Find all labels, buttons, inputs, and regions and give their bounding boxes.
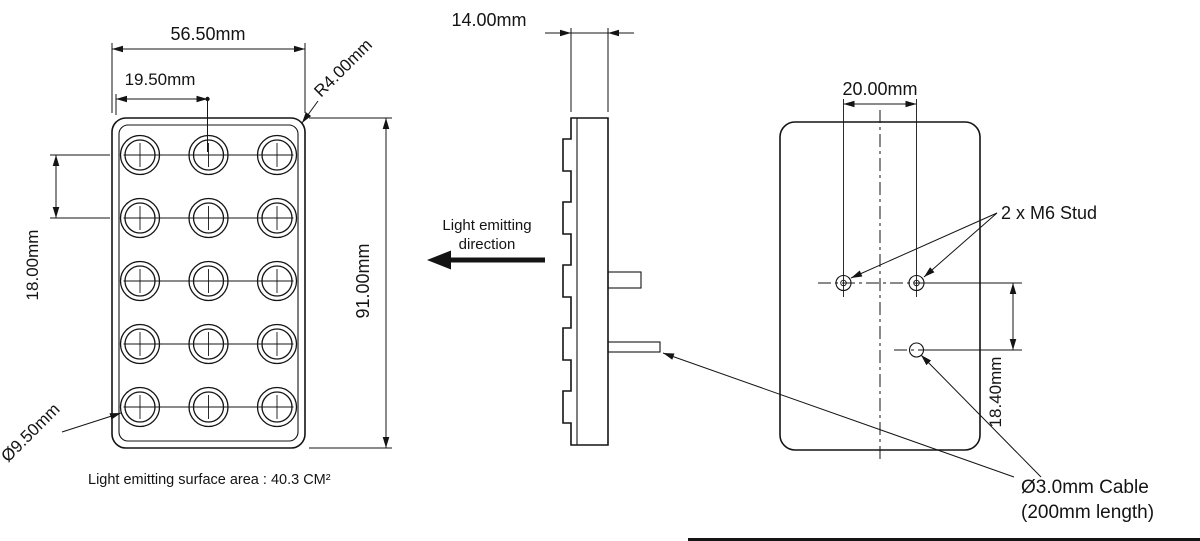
dim-pitch-y: 18.00mm (23, 154, 110, 301)
side-stud-profile (607, 271, 642, 289)
side-cable-profile (607, 341, 661, 353)
side-outline (562, 117, 609, 446)
cable-callout: Ø3.0mm Cable (200mm length) (662, 352, 1154, 523)
direction-label-line2: direction (459, 236, 516, 253)
dim-corner-radius: R4.00mm (301, 35, 376, 124)
dim-pitch-y-text: 18.00mm (23, 230, 42, 301)
dim-depth-text: 14.00mm (451, 10, 526, 30)
direction-arrow-icon (427, 250, 545, 270)
side-view: 14.00mm Light emitting direction (427, 10, 661, 446)
cable-hole (908, 342, 925, 358)
direction-label-line1: Light emitting (442, 217, 531, 234)
cable-callout-line1: Ø3.0mm Cable (1021, 477, 1149, 498)
cable-callout-line2: (200mm length) (1021, 502, 1154, 523)
dim-depth: 14.00mm (451, 10, 634, 112)
front-inner-outline (118, 124, 299, 442)
dim-led-diameter: Ø9.50mm (0, 400, 122, 466)
dim-corner-radius-text: R4.00mm (310, 35, 376, 101)
dim-cable-offset: 18.40mm (926, 282, 1022, 428)
dim-led-diameter-text: Ø9.50mm (0, 400, 64, 466)
front-outer-outline (111, 117, 306, 449)
dim-width: 56.50mm (111, 24, 306, 113)
front-view: 56.50mm 19.50mm R4.00mm 18.00mm 91. (0, 24, 392, 488)
rear-view: 20.00mm 2 x M6 Stud 18.40mm Ø3.0mm Cable… (662, 79, 1154, 523)
dim-pitch-x: 19.50mm (115, 70, 210, 152)
dim-width-text: 56.50mm (170, 24, 245, 44)
dim-cable-offset-text: 18.40mm (986, 357, 1005, 428)
dim-stud-spacing: 20.00mm (842, 79, 918, 297)
surface-area-note: Light emitting surface area : 40.3 CM² (88, 472, 331, 488)
stud-callout-text: 2 x M6 Stud (1001, 203, 1097, 223)
stud-callout: 2 x M6 Stud (850, 203, 1097, 279)
dim-height-text: 91.00mm (353, 243, 373, 318)
dim-pitch-x-text: 19.50mm (125, 70, 196, 89)
light-direction-annotation: Light emitting direction (427, 217, 545, 270)
dim-stud-spacing-text: 20.00mm (842, 79, 917, 99)
dim-height: 91.00mm (309, 117, 392, 449)
